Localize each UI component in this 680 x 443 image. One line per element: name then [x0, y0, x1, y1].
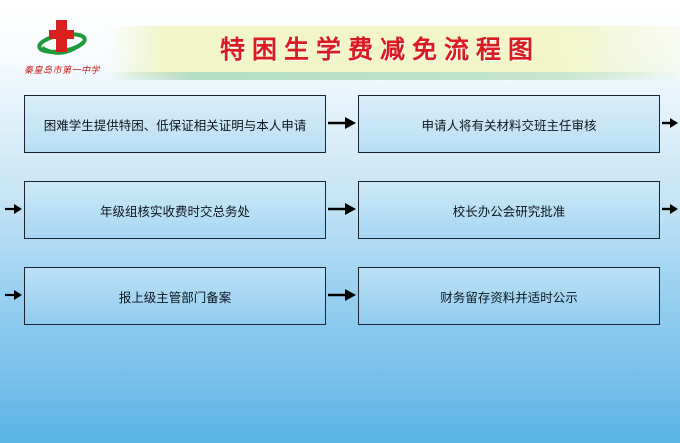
school-name: 秦皇岛市第一中学 [23, 66, 100, 76]
page-title: 特困生学费减免流程图 [219, 35, 540, 64]
arrow-right-icon [328, 289, 356, 301]
title-banner [108, 26, 680, 76]
arrow-right-icon [662, 118, 678, 128]
school-emblem-icon [37, 20, 87, 55]
step-6-box: 财务留存资料并适时公示 [358, 267, 660, 325]
step-5-box: 报上级主管部门备案 [24, 267, 326, 325]
step-3-box: 年级组核实收费时交总务处 [24, 181, 326, 239]
arrow-right-icon [5, 204, 22, 214]
step-1-label: 困难学生提供特困、低保证相关证明与本人申请 [43, 117, 307, 133]
arrow-right-icon [5, 290, 22, 300]
step-3-label: 年级组核实收费时交总务处 [99, 203, 250, 219]
arrow-right-icon [662, 204, 678, 214]
step-4-box: 校长办公会研究批准 [358, 181, 660, 239]
step-2-label: 申请人将有关材料交班主任审核 [421, 117, 597, 133]
step-2-box: 申请人将有关材料交班主任审核 [358, 95, 660, 153]
school-logo: 秦皇岛市第一中学 [22, 18, 102, 80]
title-banner-underline [108, 72, 680, 80]
step-1-box: 困难学生提供特困、低保证相关证明与本人申请 [24, 95, 326, 153]
arrow-right-icon [328, 117, 356, 129]
step-6-label: 财务留存资料并适时公示 [440, 289, 578, 305]
step-4-label: 校长办公会研究批准 [452, 203, 566, 219]
step-5-label: 报上级主管部门备案 [118, 289, 232, 305]
arrow-right-icon [328, 203, 356, 215]
